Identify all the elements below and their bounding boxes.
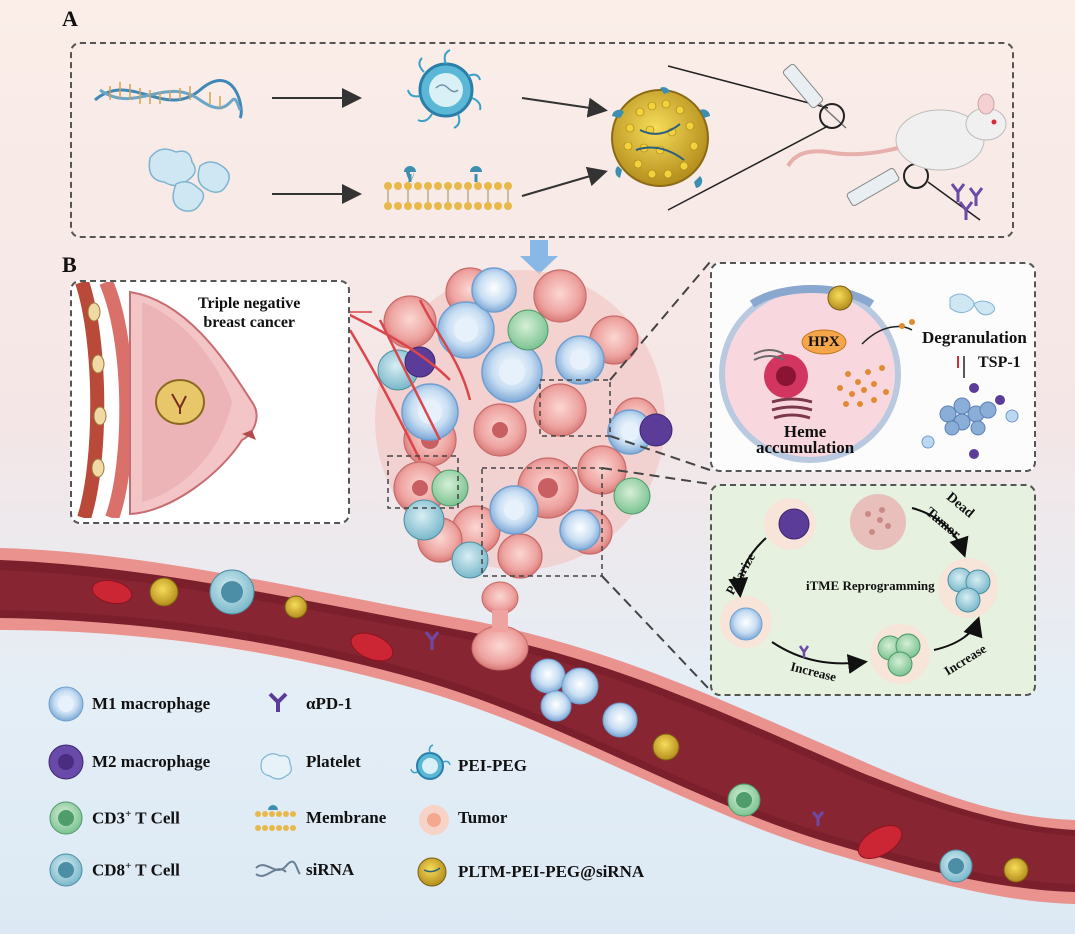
mouse-icon bbox=[786, 93, 1007, 171]
hpx-label: HPX bbox=[808, 334, 840, 350]
legend-cd8-rest: T Cell bbox=[131, 860, 180, 880]
panel-a-box bbox=[70, 42, 1014, 238]
sirna-helix-icon bbox=[94, 79, 243, 119]
breast-cancer-label-line2: breast cancer bbox=[203, 314, 296, 331]
vessel-cd3-cell-icon bbox=[727, 783, 761, 817]
degranulation-label: Degranulation bbox=[922, 328, 1027, 347]
breast-cancer-label-line1: Triple negative bbox=[198, 295, 301, 312]
tumor-mass bbox=[339, 267, 673, 579]
extravasating-tumor-icon bbox=[471, 581, 529, 671]
legend-membrane-label: Membrane bbox=[306, 808, 387, 827]
red-blood-cell-icon bbox=[91, 579, 903, 859]
heme-inset-illustration bbox=[719, 285, 1019, 463]
breast-cancer-label: Triple negative breast cancer bbox=[198, 294, 300, 332]
legend-m2-label: M2 macrophage bbox=[92, 752, 211, 771]
down-arrow-icon bbox=[520, 240, 558, 274]
vessel-antibody-icon bbox=[424, 631, 825, 826]
legend-cd8-main: CD8 bbox=[92, 860, 126, 880]
legend-cd3-label: CD3+ T Cell bbox=[92, 808, 180, 829]
legend-tumor-label: Tumor bbox=[458, 808, 508, 827]
tsp1-label: TSP-1 bbox=[978, 354, 1021, 371]
legend-cd8-sup: + bbox=[125, 860, 132, 872]
panel-label-b: B bbox=[62, 252, 77, 277]
nanoparticle-pltm-icon bbox=[611, 87, 710, 188]
itme-title: iTME Reprogramming bbox=[806, 578, 935, 593]
syringe-bottom-icon bbox=[846, 163, 981, 221]
legend-cd3-sup: + bbox=[125, 808, 132, 820]
syringe-top-icon bbox=[782, 63, 847, 129]
dead-tumor-icon bbox=[850, 494, 906, 550]
legend-pltm-label: PLTM-PEI-PEG@siRNA bbox=[458, 862, 645, 881]
heme-label-line1: Heme bbox=[783, 422, 827, 441]
platelet-cluster-icon bbox=[148, 148, 230, 212]
legend-platelet-label: Platelet bbox=[306, 752, 361, 771]
vessel-m1-cells-icon bbox=[530, 658, 638, 738]
m1-cell-cycle-icon bbox=[720, 596, 772, 648]
m2-cell-cycle-icon bbox=[764, 498, 816, 550]
legend-cd3-main: CD3 bbox=[92, 808, 126, 828]
legend-apd1-label: αPD-1 bbox=[306, 694, 353, 713]
pei-peg-sphere-icon bbox=[407, 49, 482, 129]
legend-cd8-label: CD8+ T Cell bbox=[92, 860, 180, 881]
panel-label-a: A bbox=[62, 6, 78, 31]
vessel-cd8-cell-icon bbox=[209, 569, 973, 883]
cd3-cluster-cycle-icon bbox=[870, 624, 930, 684]
legend-sirna-label: siRNA bbox=[306, 860, 355, 879]
vessel-nanoparticle-icon bbox=[149, 577, 1029, 883]
heme-label-line2: accumulation bbox=[756, 438, 855, 457]
itme-cycle-illustration bbox=[720, 494, 998, 684]
blood-vessel bbox=[0, 548, 1075, 904]
legend-cd3-rest: T Cell bbox=[131, 808, 180, 828]
legend-m1-label: M1 macrophage bbox=[92, 694, 211, 713]
antibody-small-icon bbox=[950, 183, 984, 220]
breast-illustration bbox=[75, 282, 258, 518]
platelet-membrane-icon bbox=[384, 166, 512, 210]
heme-accumulation-label: Heme accumulation bbox=[756, 422, 855, 457]
legend-peipeg-label: PEI-PEG bbox=[458, 756, 527, 775]
cd8-cluster-cycle-icon bbox=[938, 558, 998, 618]
